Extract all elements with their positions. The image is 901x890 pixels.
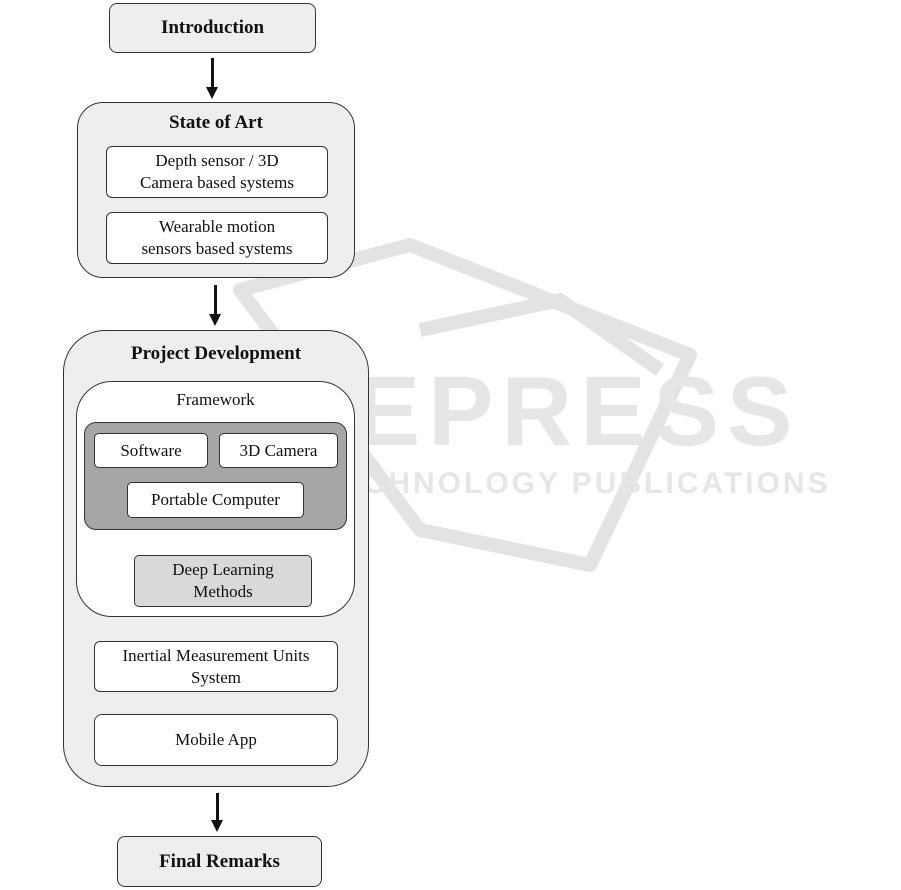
wearable-sensors-line-1: Wearable motion [141, 216, 292, 238]
imu-system-box: Inertial Measurement Units System [94, 641, 338, 692]
imu-line-1: Inertial Measurement Units [123, 645, 310, 667]
mobile-app-box: Mobile App [94, 714, 338, 766]
introduction-box: Introduction [109, 3, 316, 53]
wearable-sensors-box: Wearable motion sensors based systems [106, 212, 328, 264]
portable-computer-label: Portable Computer [151, 489, 280, 511]
deep-learning-line-2: Methods [172, 581, 273, 603]
3d-camera-box: 3D Camera [219, 433, 338, 468]
depth-sensor-box: Depth sensor / 3D Camera based systems [106, 146, 328, 198]
project-development-title: Project Development [64, 343, 368, 365]
imu-line-2: System [123, 667, 310, 689]
depth-sensor-line-2: Camera based systems [140, 172, 294, 194]
final-remarks-label: Final Remarks [159, 851, 280, 873]
state-of-art-title: State of Art [78, 112, 354, 134]
mobile-app-label: Mobile App [175, 729, 257, 751]
depth-sensor-line-1: Depth sensor / 3D [140, 150, 294, 172]
deep-learning-box: Deep Learning Methods [134, 555, 312, 607]
software-label: Software [120, 440, 181, 462]
portable-computer-box: Portable Computer [127, 482, 304, 518]
3d-camera-label: 3D Camera [240, 440, 318, 462]
framework-title: Framework [77, 390, 354, 410]
final-remarks-box: Final Remarks [117, 836, 322, 887]
deep-learning-line-1: Deep Learning [172, 559, 273, 581]
introduction-label: Introduction [161, 17, 264, 39]
wearable-sensors-line-2: sensors based systems [141, 238, 292, 260]
software-box: Software [94, 433, 208, 468]
